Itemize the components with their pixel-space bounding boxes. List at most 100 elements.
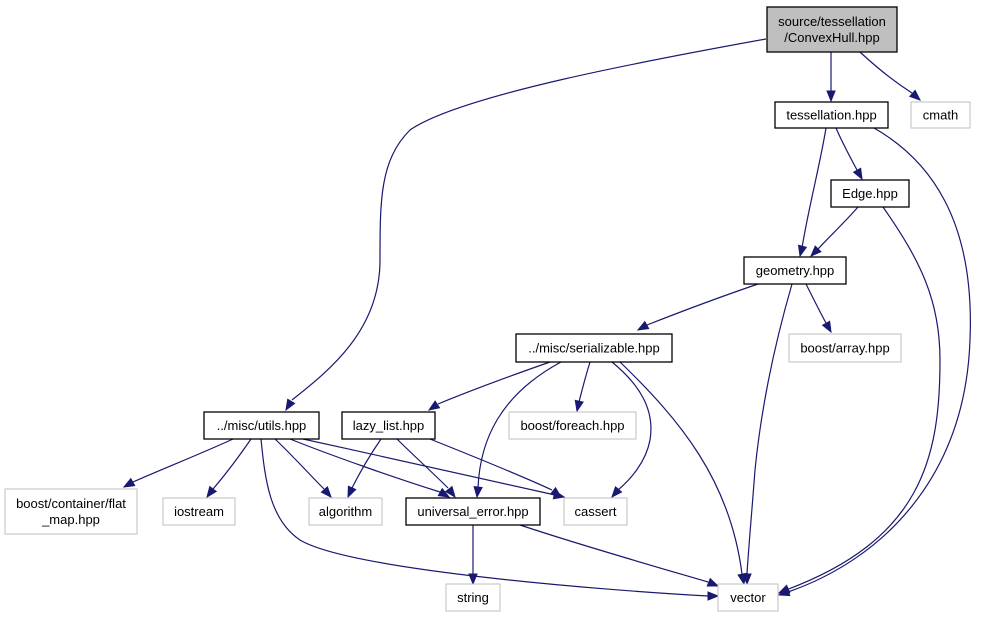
edge-line	[787, 127, 971, 593]
node-box	[341, 411, 436, 440]
nodes-layer: source/tessellation/ConvexHull.hpp tessel…	[4, 6, 971, 612]
edge-line	[429, 438, 553, 491]
edge-line	[260, 438, 709, 597]
node-box	[162, 497, 236, 526]
edge-line	[289, 438, 441, 493]
edge-utils-to-algorithm	[274, 438, 332, 499]
node-utils[interactable]: ../misc/utils.hpp	[203, 411, 320, 440]
node-boost_foreach: boost/foreach.hpp	[508, 411, 637, 440]
edges-layer	[122, 38, 971, 601]
node-vector: vector	[717, 583, 779, 612]
arrowhead	[826, 90, 836, 103]
node-label: source/tessellation	[778, 14, 886, 29]
arrowhead	[347, 485, 357, 499]
edge-line	[212, 438, 252, 490]
arrowhead	[206, 485, 218, 499]
edge-universal_error-to-string	[468, 525, 478, 586]
node-box	[774, 101, 889, 129]
node-flat_map: boost/container/flat_map.hpp	[4, 488, 138, 535]
node-box	[405, 497, 541, 526]
edge-utils-to-iostream	[206, 438, 252, 499]
arrowhead	[427, 400, 441, 411]
node-box	[508, 411, 637, 440]
edge-convexhull-to-tessellation	[826, 52, 836, 103]
edge-line	[805, 283, 827, 324]
arrowhead	[437, 487, 451, 498]
node-cmath: cmath	[910, 101, 971, 129]
node-label: Edge.hpp	[842, 186, 898, 201]
edge-lazy_list-to-universal_error	[396, 438, 456, 499]
node-geometry[interactable]: geometry.hpp	[743, 256, 847, 285]
edge-line	[291, 38, 767, 401]
arrowhead	[797, 244, 808, 258]
node-label: tessellation.hpp	[786, 108, 876, 123]
edge-geometry-to-boost_array	[805, 283, 832, 334]
node-label: boost/array.hpp	[800, 341, 889, 356]
edge-line	[396, 438, 449, 489]
arrowhead	[908, 89, 922, 101]
arrowhead	[574, 399, 584, 413]
edge-geometry-to-serializable	[636, 283, 759, 331]
arrowhead	[777, 584, 791, 594]
node-algorithm: algorithm	[308, 497, 383, 526]
node-box	[515, 333, 673, 363]
arrowhead	[810, 245, 822, 257]
edge-tessellation-to-edge	[835, 127, 863, 181]
arrowhead	[320, 485, 332, 499]
edge-line	[578, 361, 591, 403]
node-box	[445, 583, 501, 612]
node-box	[308, 497, 383, 526]
edge-serializable-to-vector	[619, 361, 747, 586]
edge-tessellation-to-geometry	[797, 127, 827, 258]
arrowhead	[707, 591, 720, 601]
edge-line	[302, 438, 556, 496]
node-convexhull[interactable]: source/tessellation/ConvexHull.hpp	[766, 6, 898, 53]
arrowhead	[285, 398, 296, 412]
edge-serializable-to-lazy_list	[427, 361, 551, 411]
edge-serializable-to-cassert	[611, 361, 652, 499]
edge-line	[611, 361, 652, 491]
node-label: geometry.hpp	[756, 263, 835, 278]
arrowhead	[444, 485, 456, 499]
node-box	[4, 488, 138, 535]
edge-line	[835, 127, 858, 171]
node-label: cassert	[575, 504, 617, 519]
arrowhead	[549, 486, 563, 498]
edge-convexhull-to-utils	[285, 38, 767, 412]
edge-line	[646, 283, 759, 326]
node-tessellation[interactable]: tessellation.hpp	[774, 101, 889, 129]
node-label: algorithm	[319, 504, 372, 519]
edge-geometry-to-vector	[742, 283, 793, 586]
node-box	[203, 411, 320, 440]
node-label: vector	[730, 590, 766, 605]
node-box	[766, 6, 898, 53]
arrowhead	[611, 485, 623, 499]
node-iostream: iostream	[162, 497, 236, 526]
arrowhead	[852, 167, 863, 181]
node-box	[743, 256, 847, 285]
node-label: string	[457, 590, 489, 605]
edge-line	[274, 438, 325, 490]
edge-lazy_list-to-cassert	[429, 438, 563, 498]
node-label: cmath	[923, 108, 958, 123]
edge-utils-to-flat_map	[122, 438, 234, 488]
node-label: _map.hpp	[41, 512, 100, 527]
node-lazy_list[interactable]: lazy_list.hpp	[341, 411, 436, 440]
edge-line	[519, 524, 709, 583]
edge-line	[746, 283, 793, 575]
edge-line	[859, 51, 913, 94]
edge-line	[785, 206, 941, 591]
edge-universal_error-to-vector	[519, 524, 720, 587]
edge-line	[619, 361, 743, 575]
edge-convexhull-to-cmath	[859, 51, 922, 101]
edge-line	[351, 438, 382, 489]
node-edge[interactable]: Edge.hpp	[830, 179, 910, 208]
node-boost_array: boost/array.hpp	[788, 333, 902, 363]
node-universal_error[interactable]: universal_error.hpp	[405, 497, 541, 526]
edge-line	[801, 127, 827, 249]
node-box	[830, 179, 910, 208]
node-serializable[interactable]: ../misc/serializable.hpp	[515, 333, 673, 363]
node-label: iostream	[174, 504, 224, 519]
node-label: boost/foreach.hpp	[520, 418, 624, 433]
